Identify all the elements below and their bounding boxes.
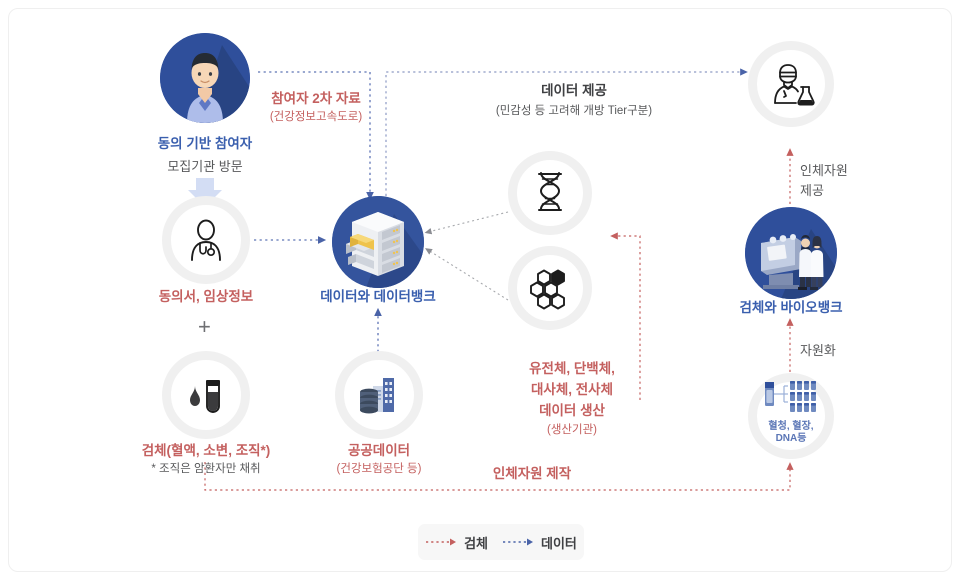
edge-omics-production	[610, 232, 641, 400]
specimen-note: * 조직은 암환자만 채취	[151, 463, 261, 475]
plus-sign: +	[198, 314, 211, 339]
edge-label-data-provide: 데이터 제공	[541, 83, 607, 98]
public-data-sub-label: (건강보험공단 등)	[336, 463, 422, 475]
legend: 검체 데이터	[418, 524, 584, 560]
edge-dna-to-databank	[424, 211, 509, 235]
legend-item-data: 데이터	[502, 533, 577, 552]
edge-human-resource-make	[204, 462, 794, 491]
legend-label-specimen: 검체	[464, 535, 489, 551]
legend-swatch-specimen-icon	[426, 538, 457, 546]
edge-participant-to-consent	[188, 178, 222, 207]
blood-test-tube-icon	[162, 351, 250, 439]
biobank-label: 검체와 바이오뱅크	[739, 300, 843, 315]
edge-secondary-data	[258, 71, 374, 201]
edge-label-resourcing: 자원화	[800, 343, 836, 358]
edge-label-omics-line3: 데이터 생산	[539, 403, 605, 418]
legend-item-specimen: 검체	[425, 533, 488, 552]
legend-label-data: 데이터	[541, 535, 577, 551]
participant-sub-label: 모집기관 방문	[167, 159, 243, 174]
edge-sublabel-omics: (생산기관)	[547, 424, 597, 436]
edge-molecule-to-databank	[425, 248, 509, 301]
consent-label: 동의서, 임상정보	[158, 289, 254, 304]
resources-label-line1: 혈청, 혈장,	[768, 421, 814, 432]
edge-sublabel-data-provide: (민감성 등 고려해 개방 Tier구분)	[495, 105, 653, 117]
legend-swatch-data-icon	[503, 538, 534, 546]
edge-label-hr-make: 인체자원 제작	[492, 466, 572, 481]
databank-label: 데이터와 데이터뱅크	[320, 289, 436, 304]
edge-label-omics-line1: 유전체, 단백체,	[529, 361, 615, 376]
researcher-flask-icon	[748, 41, 834, 127]
molecule-hexagon-icon	[508, 246, 592, 330]
person-avatar-icon	[160, 33, 250, 123]
edge-label-hr-provide-line2: 제공	[800, 183, 824, 198]
edge-label-omics-line2: 대사체, 전사체	[530, 382, 614, 397]
specimen-label: 검체(혈액, 소변, 조직*)	[141, 443, 271, 458]
edge-label-secondary-data: 참여자 2차 자료	[271, 91, 361, 106]
laboratory-scientists-icon	[745, 207, 837, 299]
public-data-label: 공공데이터	[347, 443, 411, 458]
doctor-stethoscope-icon	[162, 196, 250, 284]
data-server-cabinet-icon	[332, 196, 424, 288]
edge-label-hr-provide-line1: 인체자원	[800, 163, 848, 178]
resources-label-line2: DNA등	[775, 433, 807, 444]
edge-sublabel-secondary-data: (건강정보고속도로)	[269, 111, 363, 123]
participant-label: 동의 기반 참여자	[157, 136, 253, 151]
edge-data-provide	[385, 68, 748, 196]
vials-rack-icon	[748, 373, 834, 419]
database-building-icon	[335, 351, 423, 439]
dna-helix-icon	[508, 151, 592, 235]
